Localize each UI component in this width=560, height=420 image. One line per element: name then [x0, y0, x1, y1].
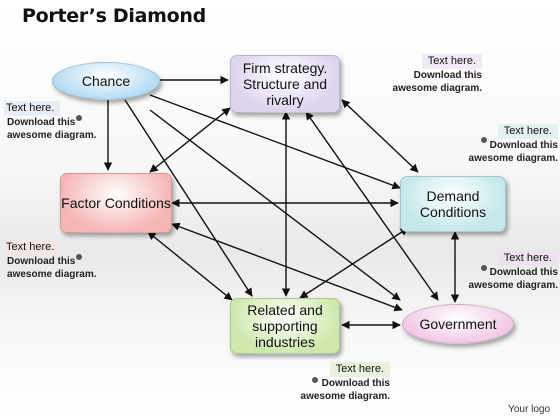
edge-chance-related-2: [160, 215, 240, 300]
note-right-upper: Text here. Download this awesome diagram…: [466, 124, 558, 165]
chance-node: Chance: [52, 62, 160, 100]
note-bullet: [312, 377, 318, 383]
edge-demand-related: [299, 227, 409, 299]
note-bullet: [481, 137, 487, 143]
related-industries-node: Related and supporting industries: [230, 298, 340, 354]
note-head: Text here.: [4, 240, 61, 255]
government-node: Government: [402, 304, 514, 344]
demand-conditions-node: Demand Conditions: [400, 176, 506, 232]
note-body: Download this awesome diagram.: [300, 378, 390, 402]
note-bullet: [76, 115, 82, 121]
note-body: Download this awesome diagram.: [7, 256, 97, 280]
note-body: Download this awesome diagram.: [7, 117, 97, 141]
note-bottom: Text here. Download this awesome diagram…: [300, 362, 390, 403]
page-title: Porter’s Diamond: [22, 5, 206, 27]
note-head: Text here.: [4, 101, 61, 116]
edge-firm-factor: [149, 107, 231, 173]
note-right-lower: Text here. Download this awesome diagram…: [466, 251, 558, 292]
related-industries-label: Related and supporting industries: [247, 302, 323, 350]
note-head: Text here.: [497, 124, 558, 139]
edge-chance-government: [149, 109, 401, 301]
note-left-upper: Text here. Download this awesome diagram…: [4, 101, 104, 142]
firm-strategy-node: Firm strategy. Structure and rivalry: [230, 55, 340, 113]
note-body: Download this awesome diagram.: [468, 140, 558, 164]
edge-firm-demand: [341, 99, 419, 173]
chance-label: Chance: [81, 73, 131, 89]
note-left-lower: Text here. Download this awesome diagram…: [4, 240, 104, 281]
note-top-right: Text here. Download this awesome diagram…: [372, 54, 482, 95]
factor-conditions-label: Factor Conditions: [61, 195, 171, 211]
note-body: Download this awesome diagram.: [392, 70, 482, 94]
note-bullet: [76, 254, 82, 260]
note-head: Text here.: [497, 251, 558, 266]
firm-strategy-label: Firm strategy. Structure and rivalry: [242, 60, 328, 108]
demand-conditions-label: Demand Conditions: [419, 188, 487, 220]
note-bullet: [481, 265, 487, 271]
government-label: Government: [419, 316, 497, 332]
note-head: Text here.: [329, 362, 390, 377]
note-body: Download this awesome diagram.: [468, 267, 558, 291]
logo-text: Your logo: [508, 404, 550, 415]
factor-conditions-node: Factor Conditions: [60, 173, 172, 233]
note-head: Text here.: [421, 54, 482, 69]
